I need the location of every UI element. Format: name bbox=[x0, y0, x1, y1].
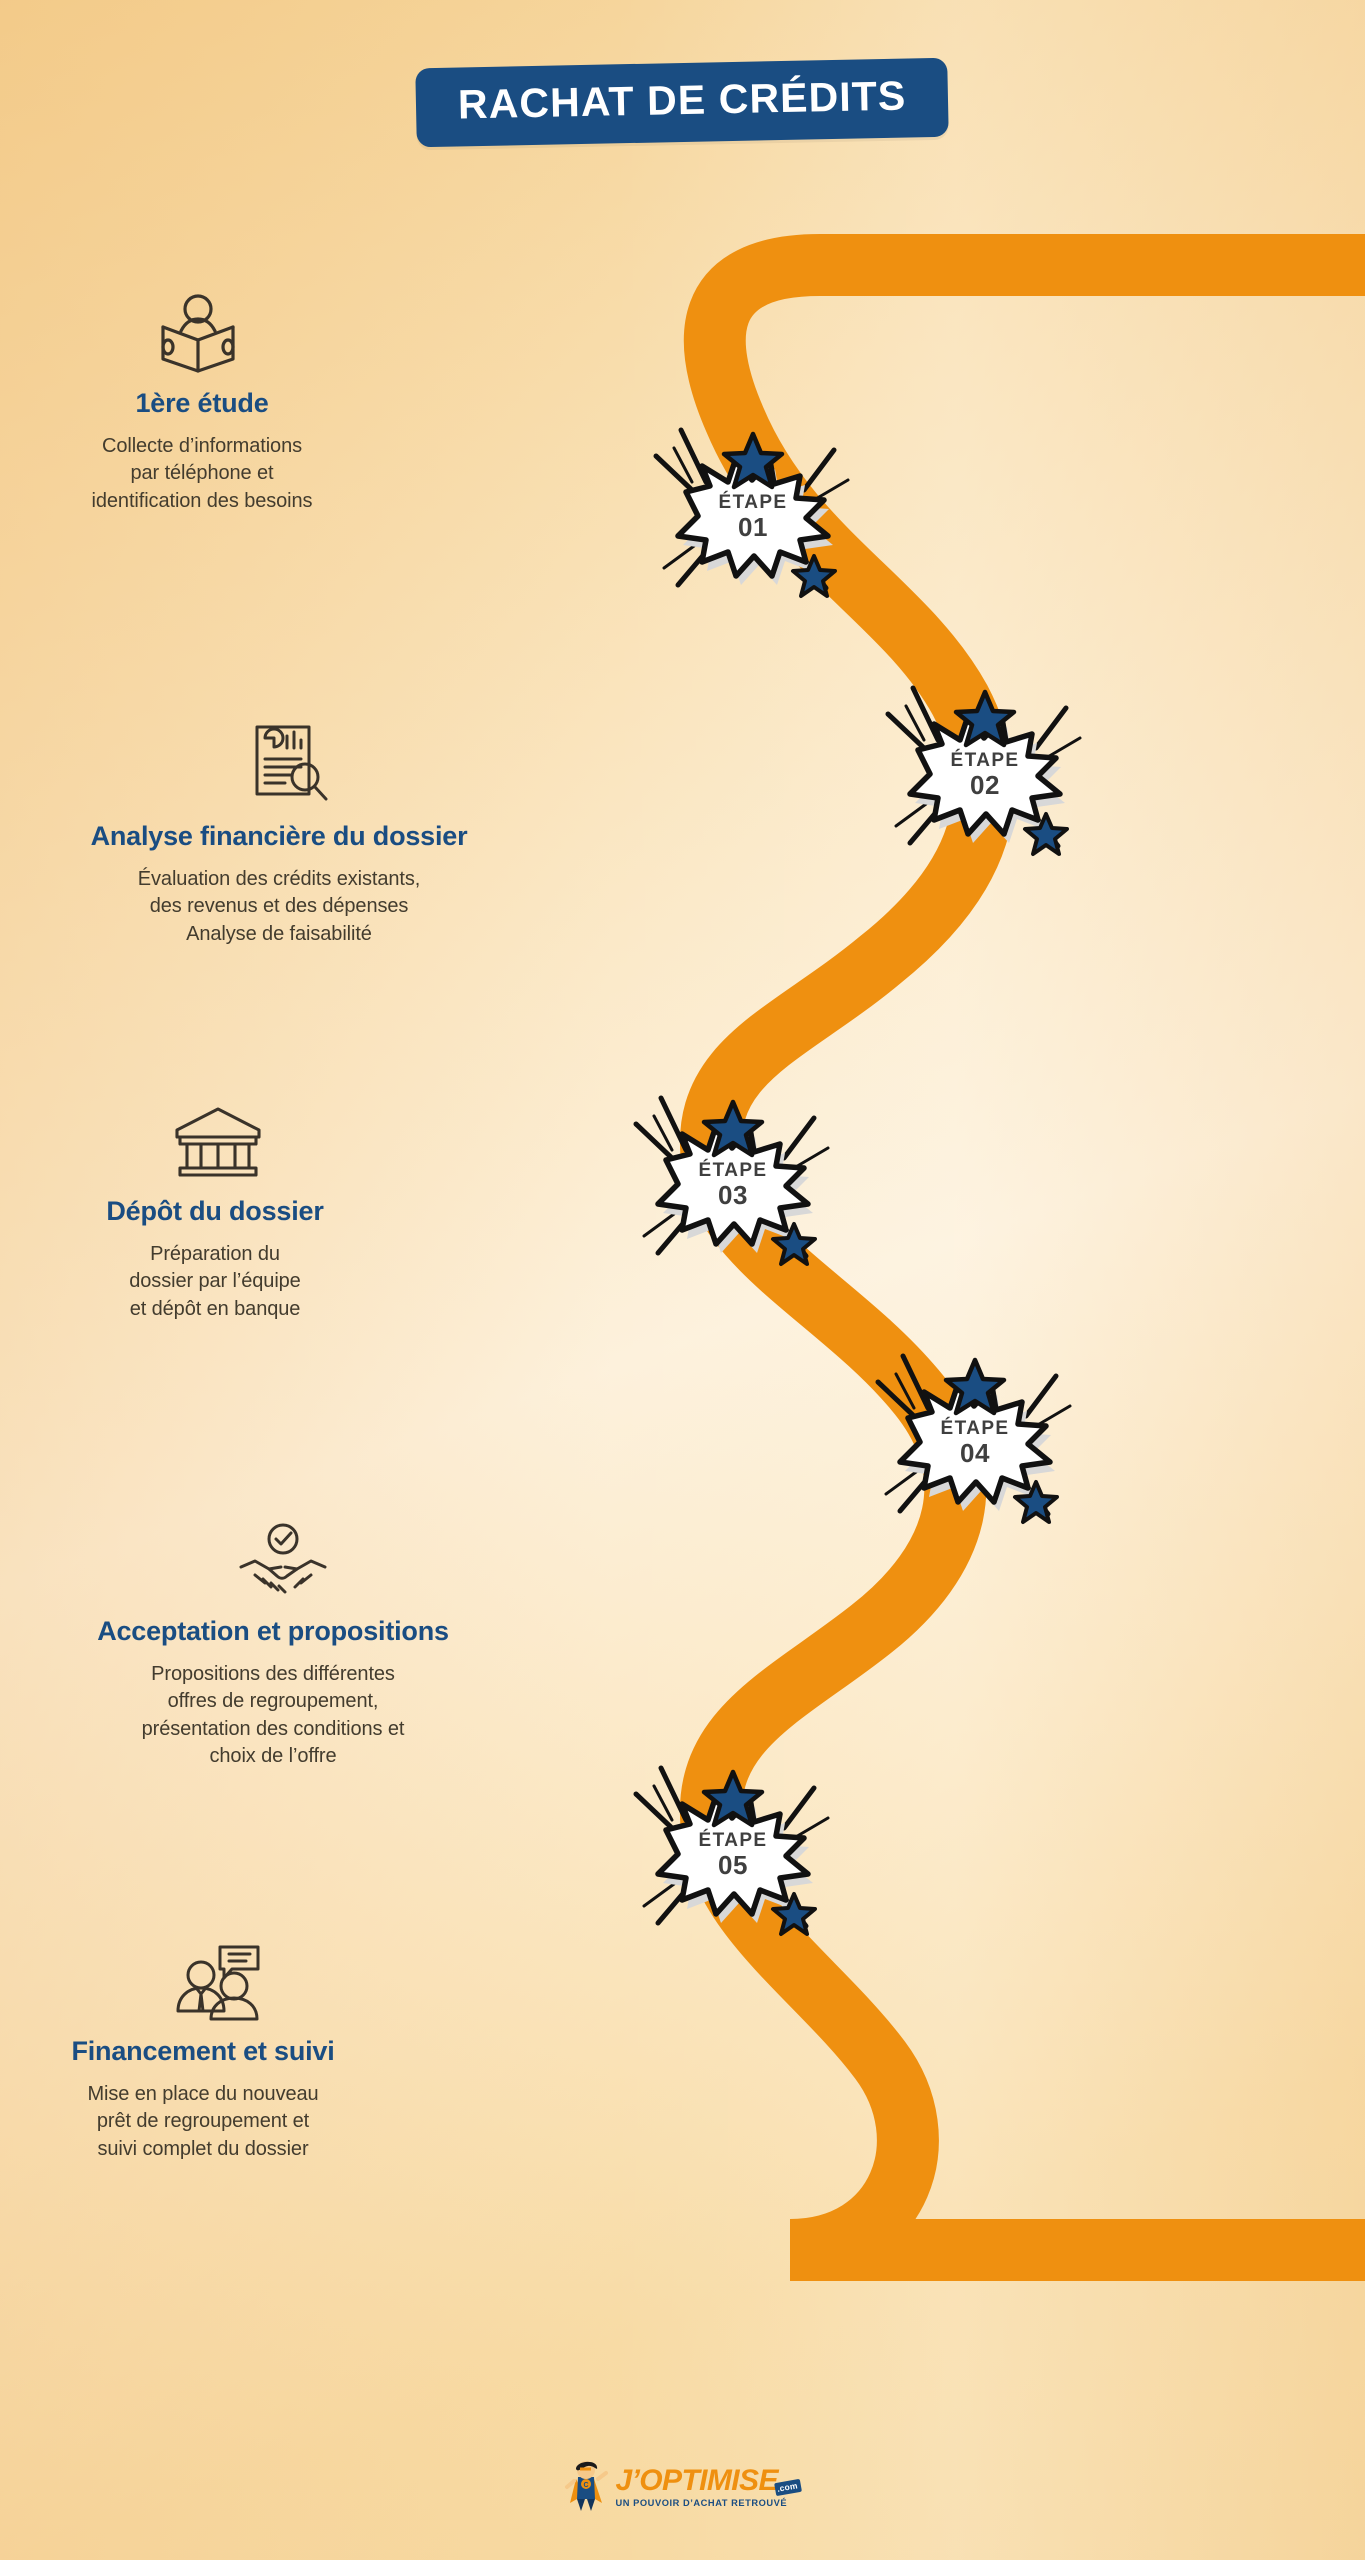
step-badge-1: ÉTAPE 01 bbox=[648, 420, 858, 615]
page-title: RACHAT DE CRÉDITS bbox=[457, 72, 908, 128]
step-2-icon-wrap bbox=[44, 725, 514, 811]
step-3-title: Dépôt du dossier bbox=[106, 1196, 324, 1226]
step-2-description: Évaluation des crédits existants,des rev… bbox=[137, 868, 421, 945]
svg-text:C: C bbox=[584, 2482, 589, 2489]
footer-logo: C J’OPTIMISE .com UN POUVOIR D’ACHAT RET… bbox=[0, 2459, 1365, 2516]
person-reading-book-icon bbox=[155, 291, 241, 378]
superhero-mascot-icon: C bbox=[564, 2459, 609, 2516]
step-block-5: Financement et suivi Mise en place du no… bbox=[18, 1940, 388, 2163]
two-people-speech-bubble-icon bbox=[174, 1943, 262, 2026]
handshake-check-icon bbox=[237, 1523, 329, 1606]
step-block-2: Analyse financière du dossier Évaluation… bbox=[44, 725, 514, 948]
logo-name: J’OPTIMISE bbox=[615, 2464, 778, 2498]
logo-domain: .com bbox=[773, 2478, 802, 2496]
step-badge-4: ÉTAPE 04 bbox=[870, 1346, 1080, 1541]
financial-report-magnifier-icon bbox=[247, 722, 331, 811]
step-badge-2: ÉTAPE 02 bbox=[880, 678, 1090, 873]
bank-building-icon bbox=[173, 1105, 263, 1186]
step-1-title: 1ère étude bbox=[135, 388, 269, 418]
step-2-title: Analyse financière du dossier bbox=[90, 821, 468, 851]
title-banner: RACHAT DE CRÉDITS bbox=[415, 57, 950, 148]
step-4-icon-wrap bbox=[48, 1520, 498, 1606]
step-badge-3: ÉTAPE 03 bbox=[628, 1088, 838, 1283]
logo-tagline: UN POUVOIR D’ACHAT RETROUVÉ bbox=[615, 2498, 788, 2509]
step-badge-5: ÉTAPE 05 bbox=[628, 1758, 838, 1953]
step-4-title: Acceptation et propositions bbox=[97, 1616, 449, 1646]
step-block-4: Acceptation et propositions Propositions… bbox=[48, 1520, 498, 1771]
title-banner-wrap: RACHAT DE CRÉDITS bbox=[0, 57, 1365, 148]
step-3-icon-wrap bbox=[30, 1100, 400, 1186]
step-5-title: Financement et suivi bbox=[71, 2036, 335, 2066]
step-5-icon-wrap bbox=[18, 1940, 388, 2026]
step-1-icon-wrap bbox=[22, 292, 382, 378]
